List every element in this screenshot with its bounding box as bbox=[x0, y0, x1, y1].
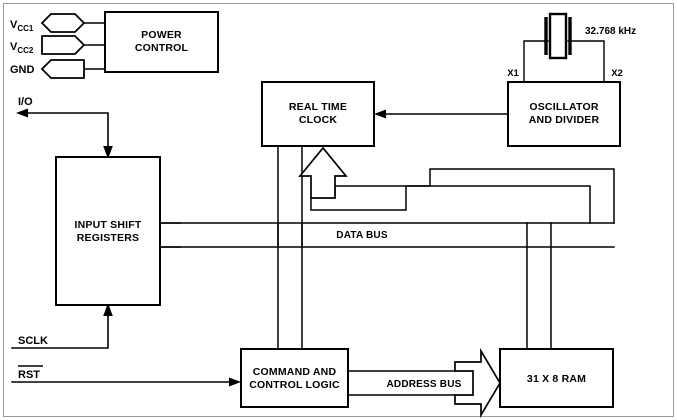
real-time-clock-rect[interactable] bbox=[261, 81, 375, 147]
power-control-label-2: CONTROL bbox=[135, 42, 189, 54]
data-bus-label: DATA BUS bbox=[336, 230, 388, 241]
command-logic-label-2: CONTROL LOGIC bbox=[249, 379, 340, 391]
input-shift-registers-label-2: REGISTERS bbox=[77, 232, 139, 244]
rst-label: RST bbox=[18, 369, 40, 381]
crystal-frequency-label: 32.768 kHz bbox=[585, 26, 636, 37]
block-input-shift-registers[interactable]: INPUT SHIFT REGISTERS bbox=[55, 156, 161, 306]
rtc-block-arrow bbox=[298, 146, 348, 199]
wire-sclk bbox=[11, 310, 109, 349]
io-arrow-in bbox=[103, 146, 113, 159]
block-ram[interactable]: 31 X 8 RAM bbox=[499, 348, 614, 408]
wire-x2-crystal bbox=[567, 40, 605, 83]
osc-rtc-arrow bbox=[374, 109, 386, 119]
gnd-label: GND bbox=[10, 64, 35, 76]
vcc2-pin-shape[interactable] bbox=[41, 35, 86, 55]
power-control-rect[interactable] bbox=[104, 11, 219, 73]
power-control-label-1: POWER bbox=[141, 29, 182, 41]
crystal-body bbox=[548, 12, 568, 60]
io-arrow-out bbox=[16, 108, 28, 118]
block-real-time-clock[interactable]: REAL TIME CLOCK bbox=[261, 81, 375, 147]
ram-label: 31 X 8 RAM bbox=[527, 373, 586, 385]
pin-symbols bbox=[40, 13, 86, 79]
sclk-arrow bbox=[103, 303, 113, 316]
node-label-x2: X2 bbox=[611, 68, 623, 79]
vcc2-label: VCC2 bbox=[10, 41, 34, 55]
oscillator-label-2: AND DIVIDER bbox=[529, 114, 600, 126]
vcc1-pin-shape[interactable] bbox=[40, 13, 86, 33]
rtc-feed-outer bbox=[334, 168, 615, 224]
block-power-control[interactable]: POWER CONTROL bbox=[104, 11, 219, 73]
input-shift-registers-rect[interactable] bbox=[55, 156, 161, 306]
address-bus-label: ADDRESS BUS bbox=[387, 379, 462, 390]
ram-rect[interactable] bbox=[499, 348, 614, 408]
sclk-label: SCLK bbox=[18, 335, 48, 347]
wire-x1-crystal bbox=[523, 40, 549, 83]
vcc1-label: VCC1 bbox=[10, 19, 34, 33]
vcc1-label-main: V bbox=[10, 19, 18, 31]
command-logic-label-1: COMMAND AND bbox=[253, 366, 337, 378]
command-logic-rect[interactable] bbox=[240, 348, 349, 408]
rst-arrow bbox=[229, 377, 241, 387]
vcc2-label-main: V bbox=[10, 41, 18, 53]
gnd-pin-shape[interactable] bbox=[40, 59, 85, 79]
address-bus-arrowhead bbox=[454, 347, 501, 419]
rtc-feed-inner bbox=[310, 185, 591, 224]
real-time-clock-label-1: REAL TIME bbox=[289, 101, 347, 113]
crystal-symbol: 32.768 kHz bbox=[544, 12, 636, 60]
block-command-and-control-logic[interactable]: COMMAND AND CONTROL LOGIC bbox=[240, 348, 349, 408]
vcc2-label-sub: CC2 bbox=[17, 46, 34, 55]
node-label-x1: X1 bbox=[507, 68, 519, 79]
oscillator-label-1: OSCILLATOR bbox=[529, 101, 598, 113]
vcc1-label-sub: CC1 bbox=[17, 24, 34, 33]
oscillator-rect[interactable] bbox=[507, 81, 621, 147]
input-shift-registers-label-1: INPUT SHIFT bbox=[75, 219, 142, 231]
block-layer: POWER CONTROL REAL TIME CLOCK OSCILLATOR… bbox=[55, 11, 621, 408]
wire-io bbox=[25, 112, 109, 158]
real-time-clock-label-2: CLOCK bbox=[299, 114, 338, 126]
block-oscillator-and-divider[interactable]: OSCILLATOR AND DIVIDER bbox=[507, 81, 621, 147]
page-frame bbox=[3, 3, 674, 417]
pin-labels: VCC1 VCC2 GND I/O SCLK RST bbox=[10, 19, 48, 381]
wire-layer bbox=[11, 22, 615, 419]
io-label: I/O bbox=[18, 96, 33, 108]
